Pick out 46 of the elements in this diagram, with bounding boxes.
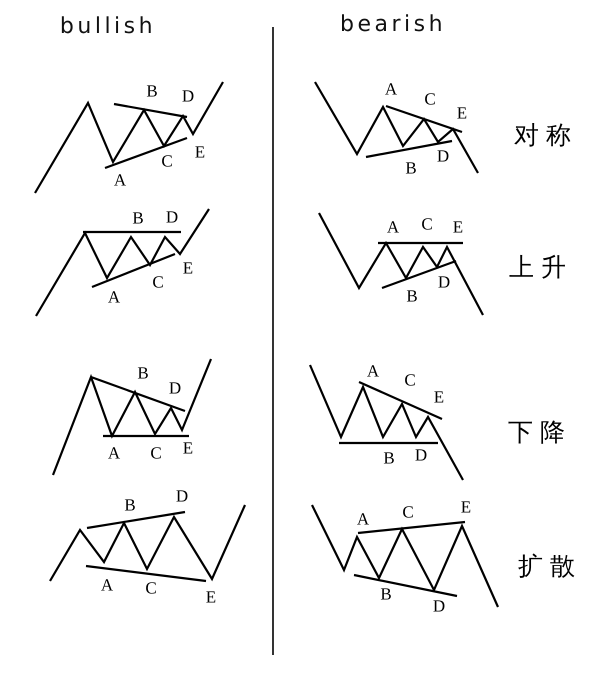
wave-point-label: C bbox=[145, 580, 157, 596]
pattern-name: 下降 bbox=[508, 420, 572, 446]
wave-point-label: B bbox=[383, 450, 395, 466]
pattern-name: 上升 bbox=[509, 256, 573, 280]
wave-point-label: D bbox=[166, 208, 178, 226]
wave-point-label: C bbox=[152, 274, 164, 290]
wave-point-label: D bbox=[168, 380, 182, 396]
wave-point-label: B bbox=[405, 160, 417, 176]
wave-point-label: D bbox=[176, 488, 188, 504]
column-heading: bearish bbox=[340, 14, 446, 36]
wave-point-label: C bbox=[150, 444, 162, 462]
wave-point-label: E bbox=[182, 440, 194, 456]
wave-point-label: C bbox=[424, 90, 436, 108]
wave-point-label: B bbox=[406, 288, 418, 304]
wave-point-label: B bbox=[124, 496, 136, 514]
wave-point-label: C bbox=[404, 372, 416, 388]
wave-point-label: B bbox=[132, 210, 144, 226]
column-heading: bullish bbox=[60, 16, 156, 38]
wave-point-label: E bbox=[206, 588, 216, 606]
wave-point-label: A bbox=[386, 218, 400, 236]
wave-point-label: D bbox=[436, 148, 450, 164]
wave-point-label: C bbox=[402, 504, 414, 520]
wave-point-label: E bbox=[434, 388, 444, 406]
wave-point-label: E bbox=[456, 104, 468, 122]
wave-point-label: C bbox=[161, 152, 173, 170]
wave-point-label: E bbox=[182, 260, 194, 276]
wave-point-label: D bbox=[438, 274, 450, 290]
wave-point-label: E bbox=[194, 144, 206, 160]
wave-point-label: E bbox=[452, 218, 464, 236]
pattern-name: 扩散 bbox=[518, 554, 582, 580]
wave-point-label: A bbox=[366, 362, 380, 380]
wave-point-label: A bbox=[108, 288, 120, 306]
wave-point-label: A bbox=[108, 444, 120, 462]
wave-point-label: D bbox=[432, 598, 446, 614]
wave-point-label: C bbox=[421, 216, 433, 232]
wave-point-label: D bbox=[182, 88, 194, 104]
wave-point-label: B bbox=[137, 364, 149, 382]
wave-point-label: B bbox=[380, 586, 392, 602]
wave-point-label: A bbox=[114, 172, 126, 188]
wave-point-label: B bbox=[146, 82, 158, 100]
wave-point-label: A bbox=[356, 510, 370, 528]
wave-point-label: E bbox=[460, 498, 472, 516]
wave-point-label: D bbox=[414, 446, 428, 464]
wave-point-label: A bbox=[384, 80, 398, 98]
wave-point-label: A bbox=[100, 576, 114, 594]
pattern-name: 对称 bbox=[514, 124, 578, 148]
